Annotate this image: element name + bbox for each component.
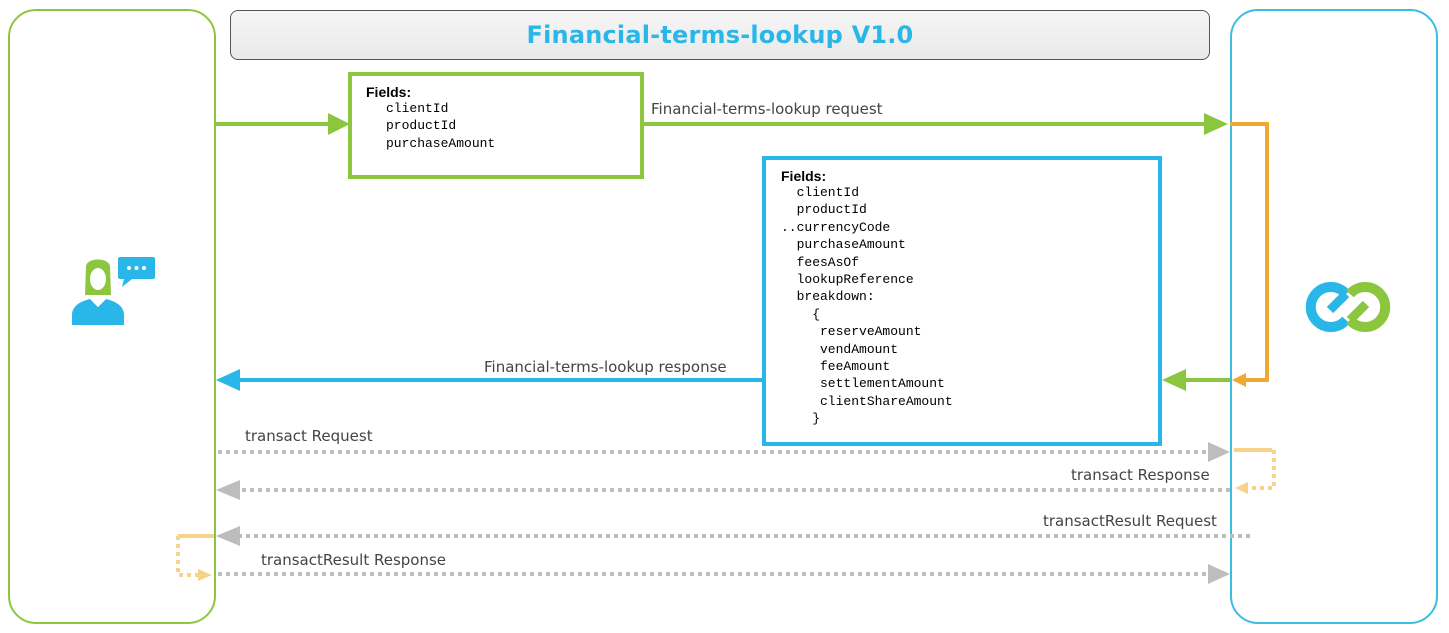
transact-response-arrow <box>216 480 1230 500</box>
transact-response-label: transact Response <box>1071 466 1210 484</box>
response-field: breakdown: <box>781 289 875 305</box>
lookup-response-label: Financial-terms-lookup response <box>484 358 727 376</box>
response-field-list: clientId productId ..currencyCode purcha… <box>781 184 1143 428</box>
transact-result-response-arrow <box>218 564 1230 584</box>
transact-result-response-label: transactResult Response <box>261 551 447 569</box>
response-fields-box: Fields: clientId productId ..currencyCod… <box>762 156 1162 446</box>
lookup-request-arrow-segment-1 <box>216 113 350 135</box>
request-field-list: clientId productId purchaseAmount <box>366 100 626 152</box>
request-field: clientId <box>386 101 449 116</box>
request-field: productId <box>386 118 457 134</box>
response-field: } <box>781 411 821 427</box>
response-field: ..currencyCode <box>781 219 891 235</box>
user-chat-icon <box>72 257 155 325</box>
response-field: clientId <box>781 185 860 200</box>
transact-result-request-arrow <box>216 526 1250 546</box>
lookup-response-arrow-segment-1 <box>1162 369 1230 391</box>
response-field: purchaseAmount <box>781 237 906 253</box>
request-field: purchaseAmount <box>386 135 496 151</box>
service-lane <box>1230 9 1438 624</box>
lookup-request-label: Financial-terms-lookup request <box>651 100 883 118</box>
response-field: feesAsOf <box>781 254 860 270</box>
internal-processing-loop <box>1230 122 1269 387</box>
response-field: clientShareAmount <box>781 393 953 409</box>
response-field: feeAmount <box>781 359 891 375</box>
title-bar: Financial-terms-lookup V1.0 <box>230 10 1210 60</box>
request-fields-heading: Fields: <box>366 84 412 100</box>
client-lane <box>8 9 216 624</box>
transact-result-request-label: transactResult Request <box>1043 512 1217 530</box>
transact-request-arrow <box>218 442 1230 462</box>
response-field: settlementAmount <box>781 376 945 392</box>
transact-result-internal-loop <box>176 534 214 581</box>
request-fields-box: Fields: clientId productId purchaseAmoun… <box>348 72 644 179</box>
diagram-title: Financial-terms-lookup V1.0 <box>526 21 914 49</box>
response-fields-heading: Fields: <box>781 168 827 184</box>
response-field: productId <box>781 202 867 218</box>
response-field: reserveAmount <box>781 324 922 340</box>
response-field: { <box>781 306 821 322</box>
loop-logo-icon <box>1305 282 1391 332</box>
transact-internal-loop <box>1234 448 1276 494</box>
transact-request-label: transact Request <box>245 427 373 445</box>
response-field: lookupReference <box>781 272 914 288</box>
response-field: vendAmount <box>781 341 899 357</box>
lookup-response-arrow-segment-2 <box>216 369 762 391</box>
lookup-request-arrow-segment-2 <box>644 113 1228 135</box>
